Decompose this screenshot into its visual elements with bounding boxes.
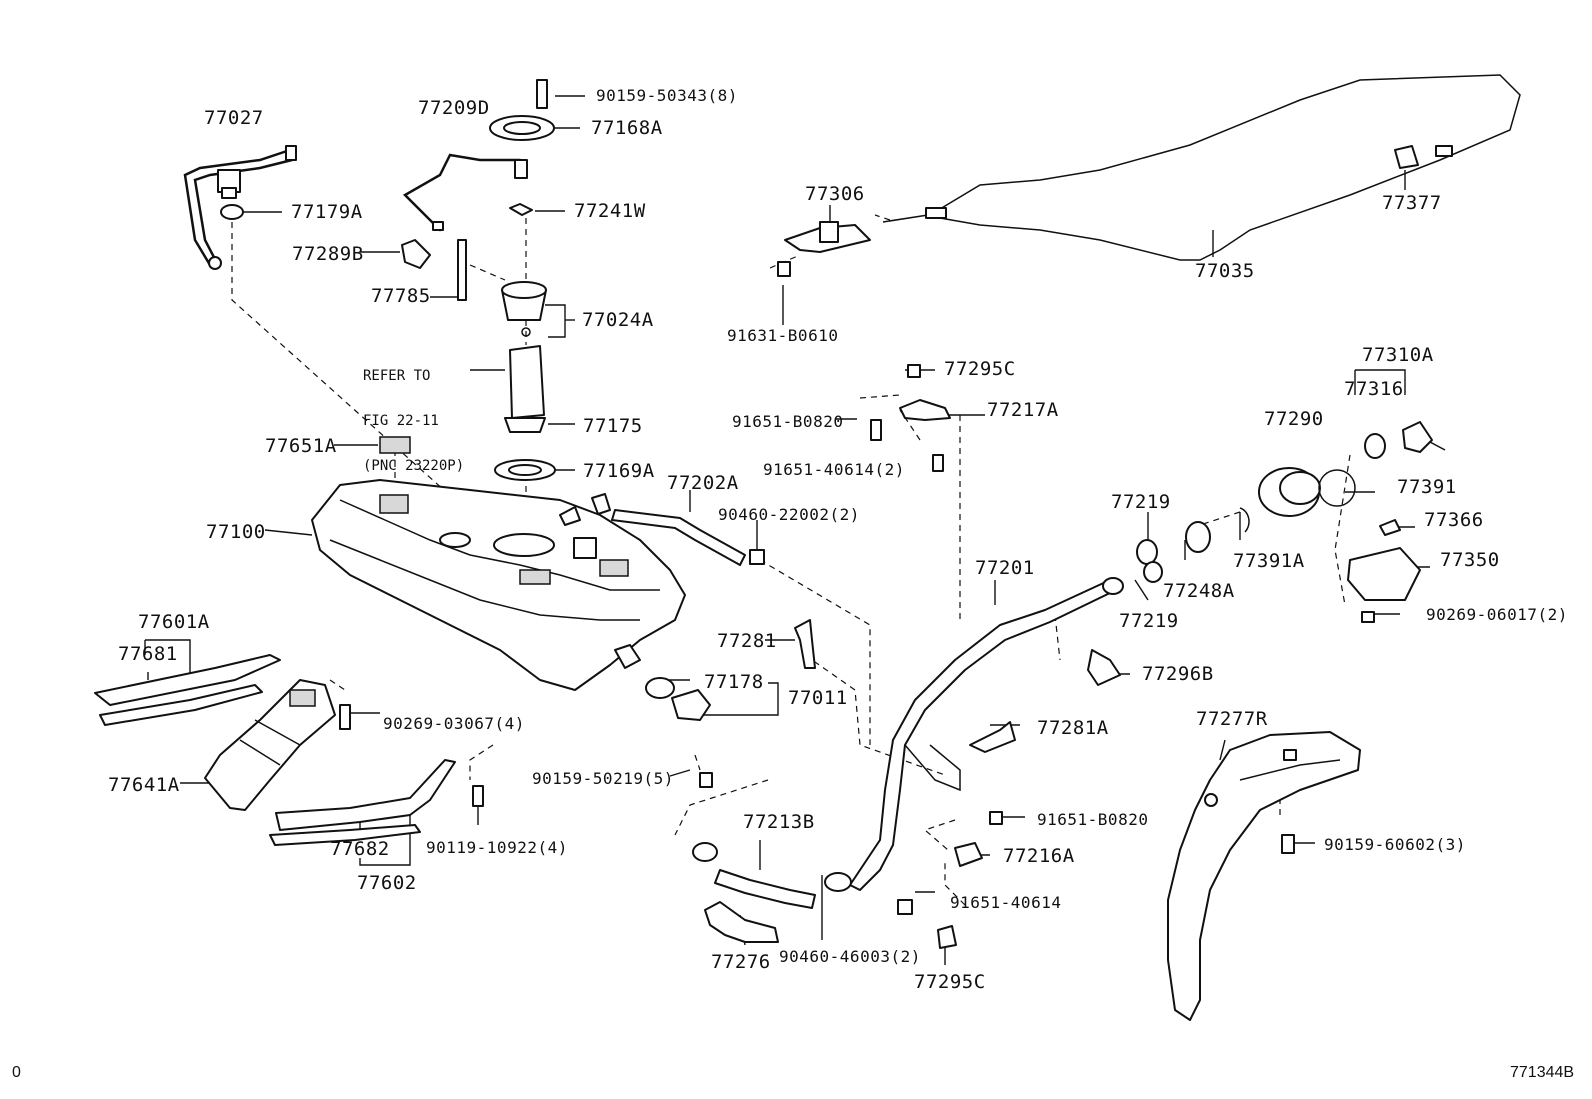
label-91651-B0820-bottom: 91651-B0820 (1037, 810, 1149, 829)
label-77241W: 77241W (574, 200, 646, 222)
note-line-3: (PNC 23220P) (363, 458, 465, 474)
label-77277R: 77277R (1196, 708, 1268, 730)
tank-straps (94, 654, 484, 846)
label-90119-10922: 90119-10922(4) (426, 838, 568, 857)
label-90159-50219: 90159-50219(5) (532, 769, 674, 788)
label-77601A: 77601A (138, 611, 210, 633)
label-91631-B0610: 91631-B0610 (727, 326, 839, 345)
fuel-cap-group (1185, 421, 1446, 623)
label-77290: 77290 (1264, 408, 1324, 430)
label-77175: 77175 (583, 415, 643, 437)
label-91651-40614-2: 91651-40614(2) (763, 460, 905, 479)
label-77295C-bottom: 77295C (914, 971, 986, 993)
vent-tube-77027 (183, 145, 297, 270)
label-77295C-top: 77295C (944, 358, 1016, 380)
corner-mark: 0 (12, 1064, 21, 1081)
label-77641A: 77641A (108, 774, 180, 796)
label-90269-06017: 90269-06017(2) (1426, 605, 1568, 624)
label-77391A: 77391A (1233, 550, 1305, 572)
label-77296B: 77296B (1142, 663, 1214, 685)
label-77602: 77602 (357, 872, 417, 894)
label-77276: 77276 (711, 951, 771, 973)
heat-protector-77641A (204, 679, 336, 811)
filler-pipe-77201 (849, 577, 1124, 891)
label-77248A: 77248A (1163, 580, 1235, 602)
label-77785: 77785 (371, 285, 431, 307)
figure-id: 771344B (1510, 1064, 1575, 1081)
label-77213B: 77213B (743, 811, 815, 833)
label-90460-22002: 90460-22002(2) (718, 505, 860, 524)
label-77281A: 77281A (1037, 717, 1109, 739)
label-77306: 77306 (805, 183, 865, 205)
fuel-lid-opener-cable (777, 74, 1521, 277)
label-77377: 77377 (1382, 192, 1442, 214)
label-90159-50343: 90159-50343(8) (596, 86, 738, 105)
label-77169A: 77169A (583, 460, 655, 482)
label-77035: 77035 (1195, 260, 1255, 282)
label-77682: 77682 (330, 838, 390, 860)
hose-77202A (611, 509, 765, 566)
label-77217A: 77217A (987, 399, 1059, 421)
hoses-77213B-77276 (692, 842, 852, 943)
label-90159-60602: 90159-60602(3) (1324, 835, 1466, 854)
label-90460-46003: 90460-46003(2) (779, 947, 921, 966)
fuel-tank-77100 (311, 479, 686, 691)
label-77201: 77201 (975, 557, 1035, 579)
label-91651-40614: 91651-40614 (950, 893, 1062, 912)
fuel-pump-assembly (379, 79, 556, 481)
label-77289B: 77289B (292, 243, 364, 265)
fuel-inlet-protector-77277R (1167, 731, 1361, 1021)
label-77366: 77366 (1424, 509, 1484, 531)
label-77027: 77027 (204, 107, 264, 129)
label-77216A: 77216A (1003, 845, 1075, 867)
label-77651A: 77651A (265, 435, 337, 457)
note-line-1: REFER TO (363, 368, 431, 384)
bracket-77217A (870, 364, 951, 472)
label-91651-B0820-top: 91651-B0820 (732, 412, 844, 431)
label-77391: 77391 (1397, 476, 1457, 498)
lower-clamps-bolts (897, 811, 1003, 949)
filler-pipe-bracket-parts (645, 619, 816, 788)
label-77179A: 77179A (291, 201, 363, 223)
label-77310A: 77310A (1362, 344, 1434, 366)
label-77316: 77316 (1344, 378, 1404, 400)
label-77350: 77350 (1440, 549, 1500, 571)
label-77209D: 77209D (418, 97, 490, 119)
note-line-2: FIG 22-11 (363, 413, 439, 429)
grommets-77219 (1136, 539, 1163, 583)
label-77011: 77011 (788, 687, 848, 709)
label-77024A: 77024A (582, 309, 654, 331)
label-77100: 77100 (206, 521, 266, 543)
refer-to-note: REFER TO FIG 22-11 (PNC 23220P) (363, 339, 464, 489)
label-77219-bottom: 77219 (1119, 610, 1179, 632)
label-77202A: 77202A (667, 472, 739, 494)
label-77281: 77281 (717, 630, 777, 652)
label-77178: 77178 (704, 671, 764, 693)
label-90269-03067: 90269-03067(4) (383, 714, 525, 733)
label-77681: 77681 (118, 643, 178, 665)
label-77219-top: 77219 (1111, 491, 1171, 513)
label-77168A: 77168A (591, 117, 663, 139)
